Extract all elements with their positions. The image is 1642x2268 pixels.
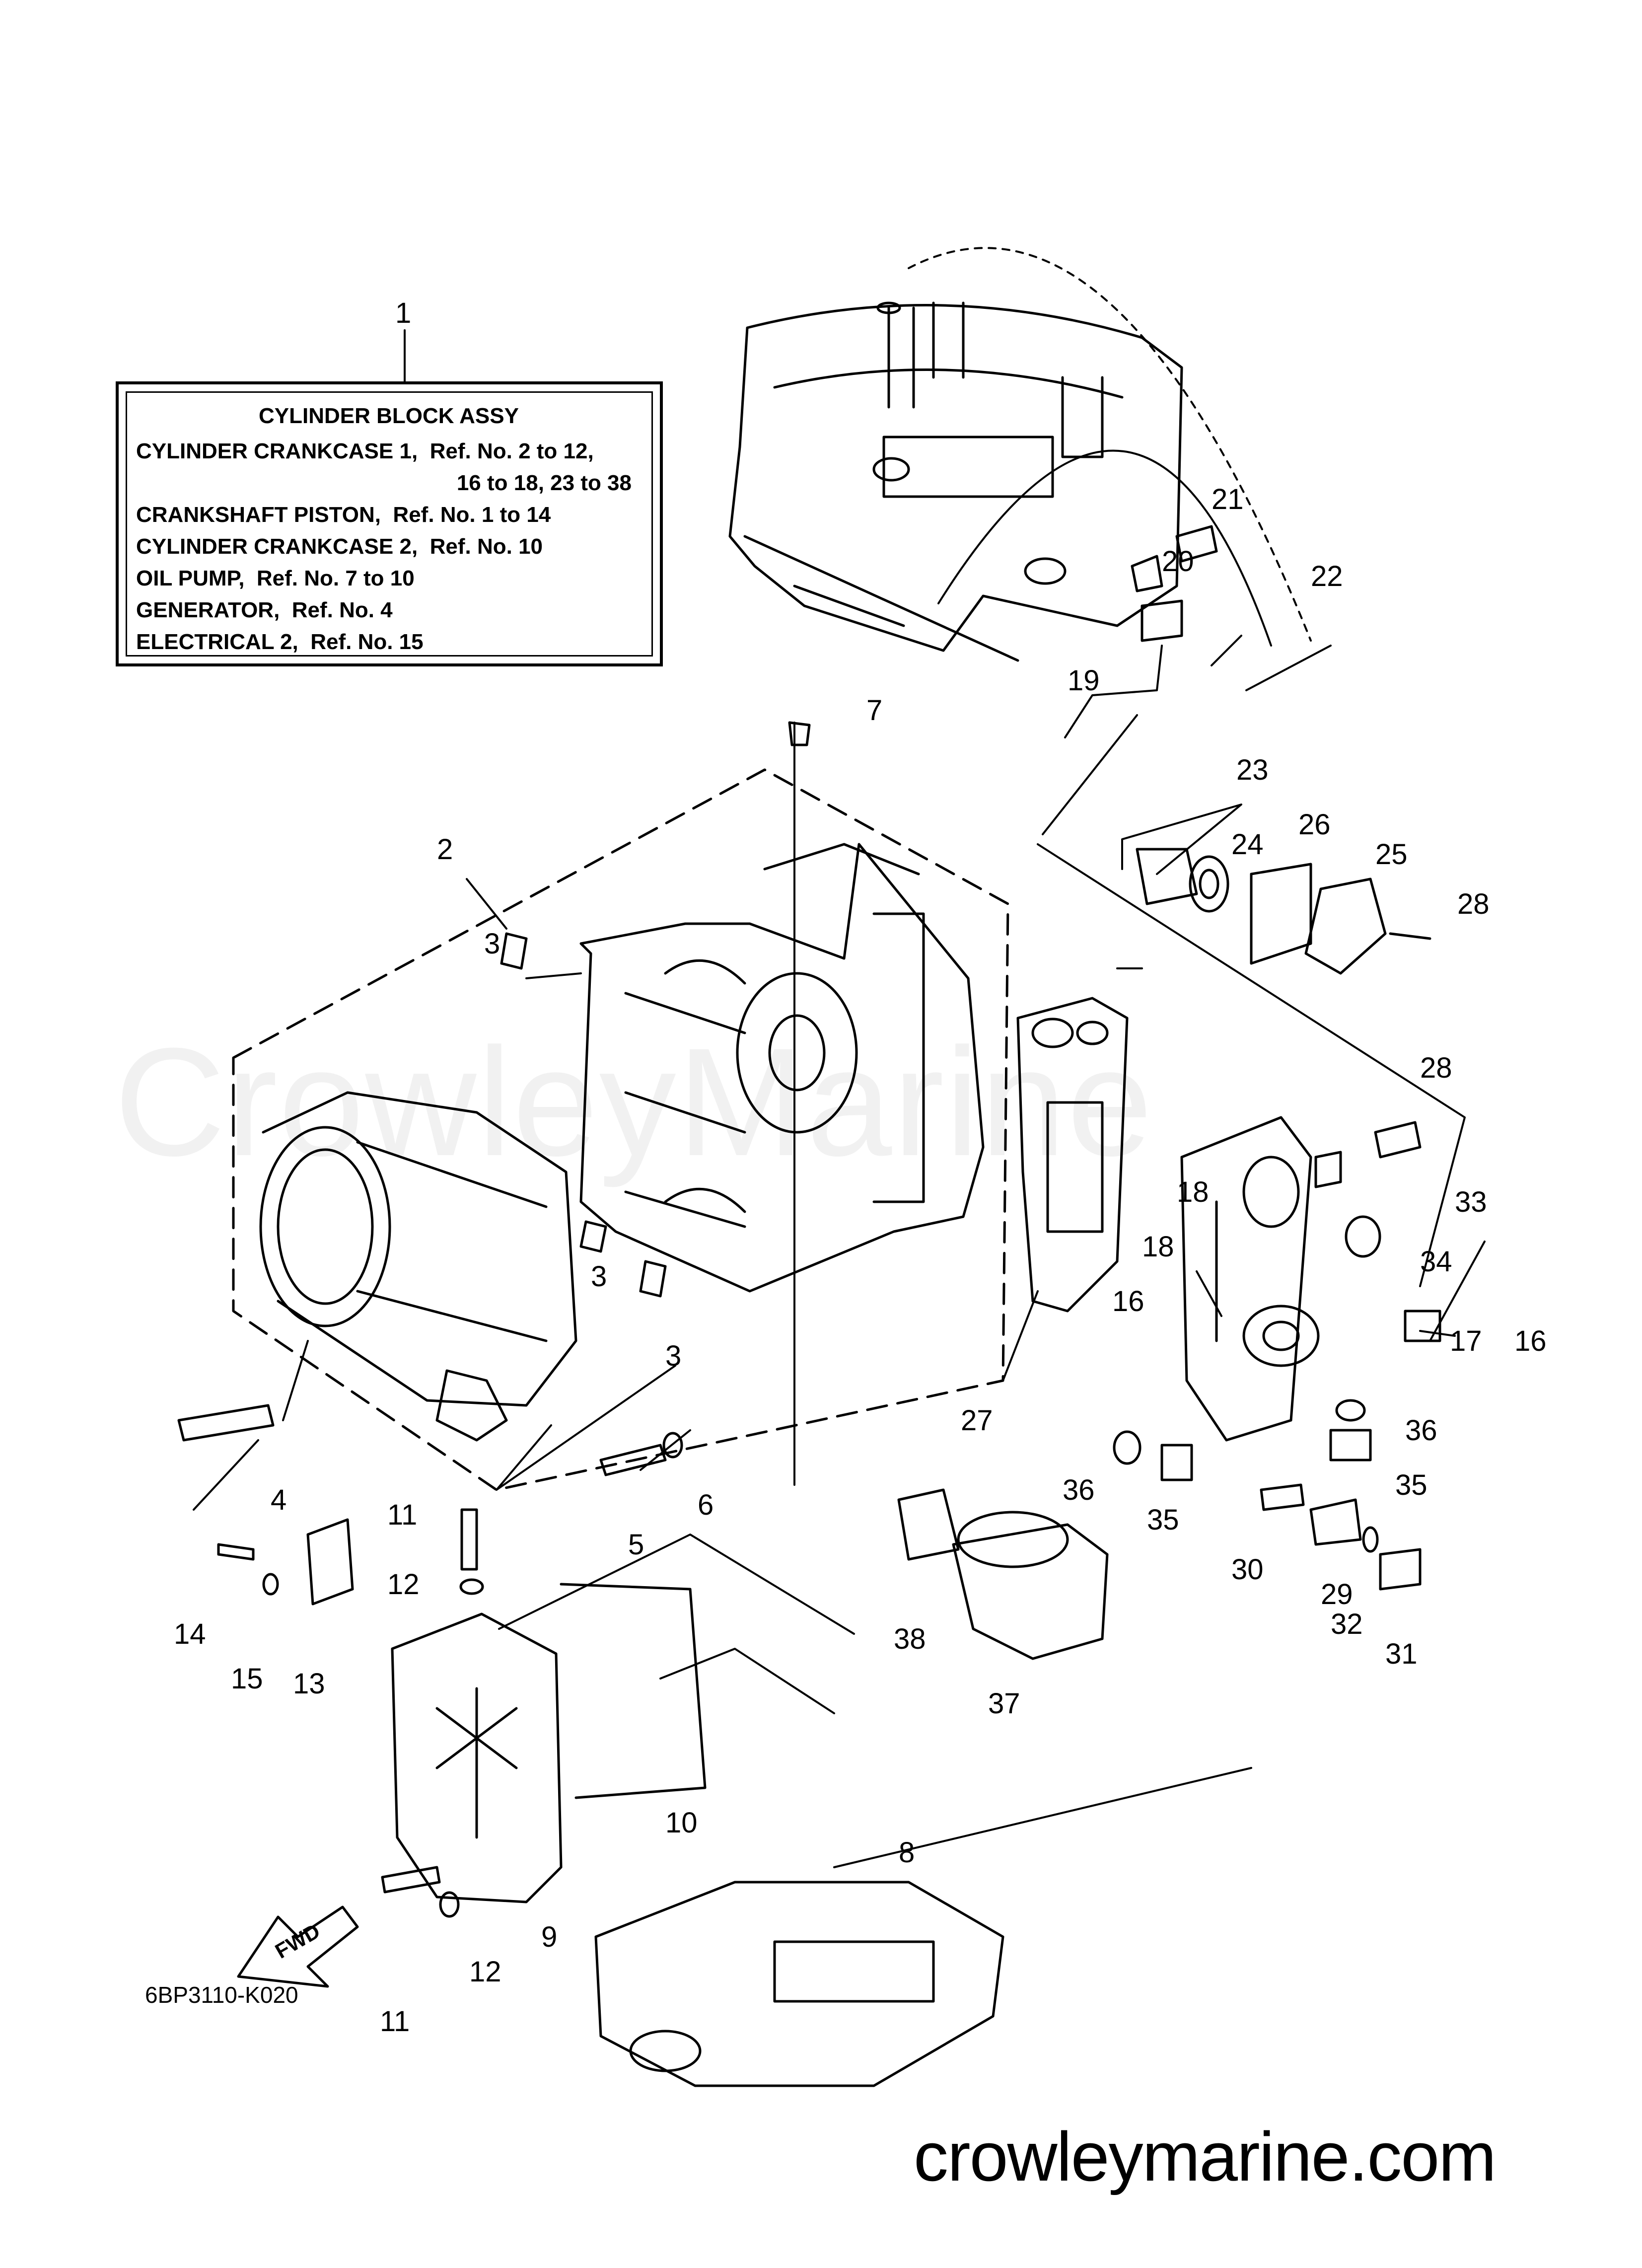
callout-30: 30	[1231, 1553, 1264, 1586]
callout-29: 29	[1321, 1578, 1353, 1610]
thermostat-group	[1136, 848, 1431, 975]
callout-33: 33	[1455, 1186, 1487, 1218]
callout-35: 35	[1395, 1469, 1428, 1501]
callout-37: 37	[988, 1687, 1020, 1720]
callout-12: 12	[387, 1568, 420, 1601]
assembly-legend: CYLINDER BLOCK ASSY CYLINDER CRANKCASE 1…	[116, 381, 663, 666]
callout-14: 14	[174, 1618, 206, 1650]
small-parts	[177, 525, 1441, 1918]
callout-38: 38	[894, 1623, 926, 1655]
callout-36: 36	[1405, 1414, 1437, 1447]
legend-line: GENERATOR, Ref. No. 4	[136, 598, 393, 622]
callout-11: 11	[387, 1499, 417, 1531]
legend-line: OIL PUMP, Ref. No. 7 to 10	[136, 566, 415, 590]
head-gasket	[1016, 997, 1129, 1313]
callout-18: 18	[1177, 1176, 1209, 1208]
oil-filter	[897, 1488, 1109, 1660]
callout-36: 36	[1063, 1474, 1095, 1506]
callout-4: 4	[271, 1484, 286, 1516]
callout-32: 32	[1331, 1608, 1363, 1640]
base-gasket	[594, 1881, 1004, 2087]
callout-16: 16	[1514, 1325, 1547, 1357]
legend-line: CYLINDER CRANKCASE 2, Ref. No. 10	[136, 534, 543, 559]
fwd-arrow	[237, 1905, 359, 1988]
callout-20: 20	[1162, 545, 1194, 578]
callout-27: 27	[961, 1404, 993, 1437]
callout-24: 24	[1231, 828, 1264, 861]
callout-22: 22	[1311, 560, 1343, 592]
callout-7: 7	[866, 694, 882, 727]
callout-9: 9	[541, 1921, 557, 1953]
callout-21: 21	[1212, 483, 1244, 515]
crankcase-half	[259, 1091, 577, 1442]
callout-23: 23	[1236, 754, 1269, 786]
callout-12: 12	[469, 1956, 501, 1988]
callout-19: 19	[1068, 664, 1100, 697]
legend-title: CYLINDER BLOCK ASSY	[259, 404, 519, 428]
leader-lines	[193, 247, 1486, 1868]
legend-line: ELECTRICAL 2, Ref. No. 15	[136, 630, 424, 654]
legend-line: CRANKSHAFT PISTON, Ref. No. 1 to 14	[136, 503, 551, 527]
assembly-boundary	[232, 768, 1009, 1491]
callout-35: 35	[1147, 1504, 1179, 1536]
cylinder-block	[579, 843, 985, 1293]
callout-labels: 1 2 3 3 3 4 5 6 7 8 9 10 11 11 12 12 13 …	[174, 297, 1547, 2038]
callout-15: 15	[231, 1663, 263, 1695]
callout-13: 13	[293, 1668, 325, 1700]
callout-16: 16	[1112, 1285, 1144, 1317]
callout-18: 18	[1142, 1231, 1174, 1263]
diagram-code: 6BP3110-K020	[145, 1982, 298, 2008]
callout-34: 34	[1420, 1245, 1452, 1278]
callout-3: 3	[665, 1340, 681, 1372]
callout-8: 8	[899, 1836, 915, 1869]
callout-3: 3	[591, 1260, 607, 1293]
fwd-label: FWD	[271, 1919, 324, 1963]
callout-17: 17	[1450, 1325, 1482, 1357]
lower-cover	[306, 1518, 707, 1903]
engine-upper-section	[728, 301, 1183, 662]
callout-2: 2	[437, 833, 453, 866]
website-link[interactable]: crowleymarine.com	[914, 2118, 1497, 2195]
legend-line: CYLINDER CRANKCASE 1, Ref. No. 2 to 12,	[136, 439, 594, 463]
callout-6: 6	[698, 1489, 714, 1521]
callout-28: 28	[1420, 1052, 1452, 1084]
callout-3: 3	[484, 928, 500, 960]
callout-1: 1	[395, 297, 411, 329]
callout-25: 25	[1375, 838, 1408, 871]
callout-11: 11	[380, 2005, 410, 2038]
callout-5: 5	[628, 1529, 644, 1561]
callout-26: 26	[1298, 808, 1331, 841]
callout-10: 10	[665, 1807, 698, 1839]
legend-line: 16 to 18, 23 to 38	[456, 471, 632, 495]
oil-pump	[1180, 1116, 1320, 1442]
callout-28: 28	[1457, 888, 1490, 920]
callout-31: 31	[1385, 1638, 1418, 1670]
